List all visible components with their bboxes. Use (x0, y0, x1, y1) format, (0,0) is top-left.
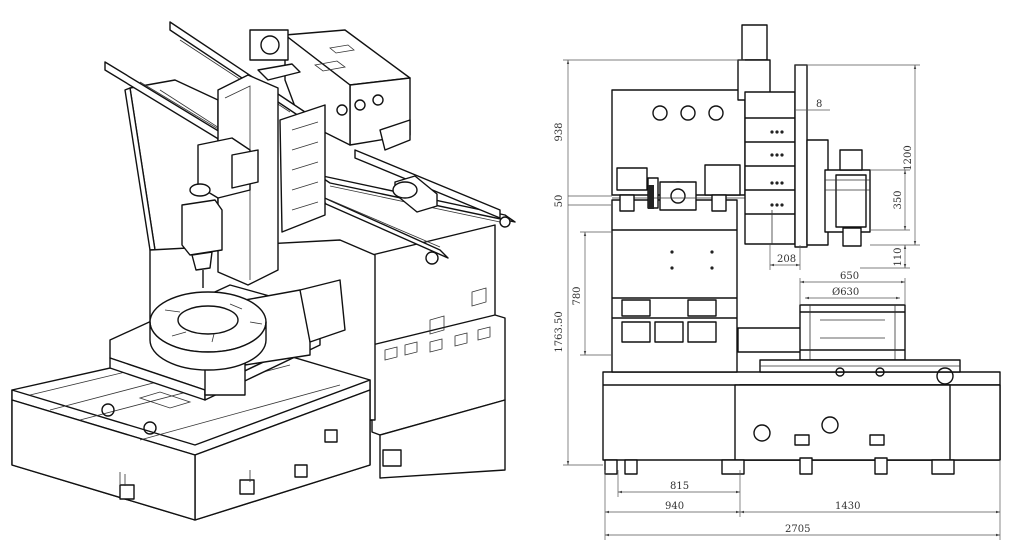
dim-815: 815 (670, 481, 689, 492)
dim-780: 780 (572, 286, 583, 305)
dim-938: 938 (554, 122, 565, 141)
dim-940: 940 (665, 501, 684, 512)
dim-650: 650 (840, 271, 859, 282)
rotary-table-assembly (109, 279, 346, 401)
dim-350: 350 (893, 190, 904, 209)
ortho-column (611, 199, 738, 373)
ortho-base (602, 371, 1001, 475)
dim-8: 8 (816, 99, 822, 110)
dim-208: 208 (777, 254, 796, 265)
isometric-view (11, 21, 516, 521)
dim-2705: 2705 (785, 524, 810, 535)
ortho-ram (737, 24, 808, 248)
ortho-head (611, 89, 746, 212)
spindle-head (181, 29, 326, 288)
dimension-lines (563, 59, 1001, 540)
dim-630: Ø630 (832, 287, 859, 298)
dim-1200: 1200 (903, 145, 914, 170)
dimension-labels: 938 50 780 1763.50 8 1200 350 110 208 65… (554, 99, 914, 535)
dim-50: 50 (554, 195, 565, 208)
ortho-table (737, 304, 961, 385)
orthographic-view: 938 50 780 1763.50 8 1200 350 110 208 65… (554, 24, 1001, 540)
dim-1763-50: 1763.50 (554, 311, 565, 352)
right-guide-rails (317, 149, 516, 265)
dim-1430: 1430 (835, 501, 860, 512)
ortho-spindle (806, 139, 871, 247)
base-bed (11, 239, 376, 521)
dim-110: 110 (893, 247, 904, 266)
